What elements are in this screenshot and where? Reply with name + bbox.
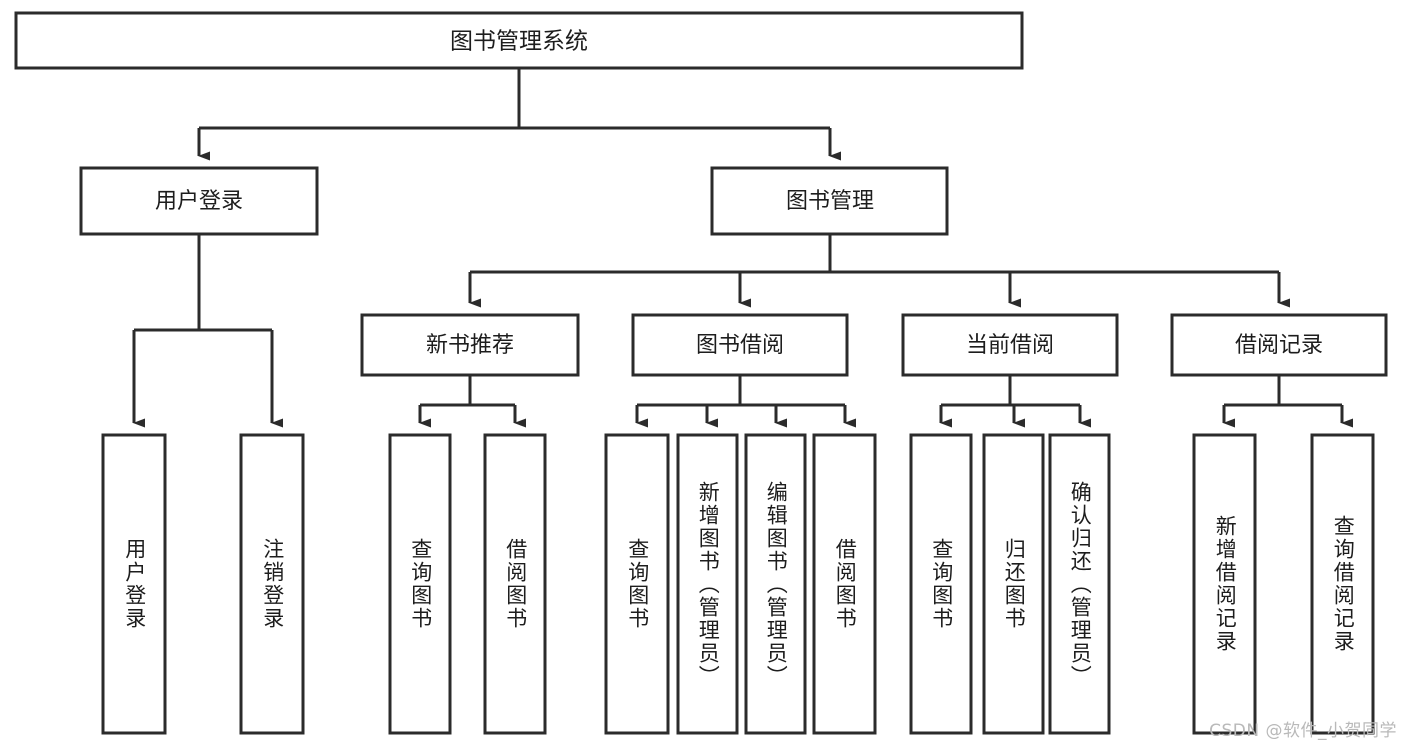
node-user-login[interactable]: 用户登录 <box>79 166 319 236</box>
leaf-box-confirm-return-admin[interactable] <box>1048 433 1111 735</box>
node-book-management-label: 图书管理 <box>786 189 874 214</box>
leaf-box-query-book-current[interactable] <box>909 433 973 735</box>
csdn-watermark: CSDN @软件_小贺同学 <box>1209 721 1397 741</box>
node-current-borrow[interactable]: 当前借阅 <box>901 313 1119 377</box>
node-borrow-records[interactable]: 借阅记录 <box>1170 313 1388 377</box>
node-borrow-records-label: 借阅记录 <box>1235 333 1323 358</box>
connector-group-borrow <box>635 375 856 428</box>
leaf-box-user-login[interactable] <box>101 433 167 735</box>
leaf-box-query-borrow-record[interactable] <box>1310 433 1375 735</box>
node-borrow-records-box[interactable] <box>1170 313 1388 377</box>
node-root[interactable]: 图书管理系统 <box>14 11 1024 70</box>
leaf-box-return-book[interactable] <box>982 433 1045 735</box>
node-book-borrow[interactable]: 图书借阅 <box>631 313 849 377</box>
leaf-box-borrow-book-new[interactable] <box>483 433 547 735</box>
node-book-management-box[interactable] <box>710 166 949 236</box>
node-book-management[interactable]: 图书管理 <box>710 166 949 236</box>
connector-group-root <box>197 68 841 161</box>
node-user-login-box[interactable] <box>79 166 319 236</box>
node-user-login-label: 用户登录 <box>155 189 243 214</box>
leaf-box-borrow-book[interactable] <box>812 433 877 735</box>
node-current-borrow-label: 当前借阅 <box>966 333 1054 358</box>
node-root-label: 图书管理系统 <box>450 29 588 55</box>
connector-group-current <box>939 375 1091 428</box>
leaf-box-add-book-admin[interactable] <box>676 433 739 735</box>
node-new-book-recommend-box[interactable] <box>360 313 580 377</box>
node-root-box[interactable] <box>14 11 1024 70</box>
connector-group-records <box>1222 375 1353 428</box>
node-book-borrow-box[interactable] <box>631 313 849 377</box>
connector-group-user-login <box>132 234 283 428</box>
leaf-box-add-borrow-record[interactable] <box>1192 433 1257 735</box>
node-new-book-recommend[interactable]: 新书推荐 <box>360 313 580 377</box>
connector-group-newbook <box>418 375 526 428</box>
node-new-book-recommend-label: 新书推荐 <box>426 333 514 358</box>
leaf-box-logout[interactable] <box>239 433 305 735</box>
leaf-box-edit-book-admin[interactable] <box>744 433 807 735</box>
leaf-box-query-book-borrow[interactable] <box>604 433 670 735</box>
leaf-box-query-book-new[interactable] <box>388 433 452 735</box>
node-current-borrow-box[interactable] <box>901 313 1119 377</box>
node-book-borrow-label: 图书借阅 <box>696 333 784 358</box>
connector-group-book-mgmt <box>468 234 1290 308</box>
leaf-box-group <box>101 433 1375 735</box>
